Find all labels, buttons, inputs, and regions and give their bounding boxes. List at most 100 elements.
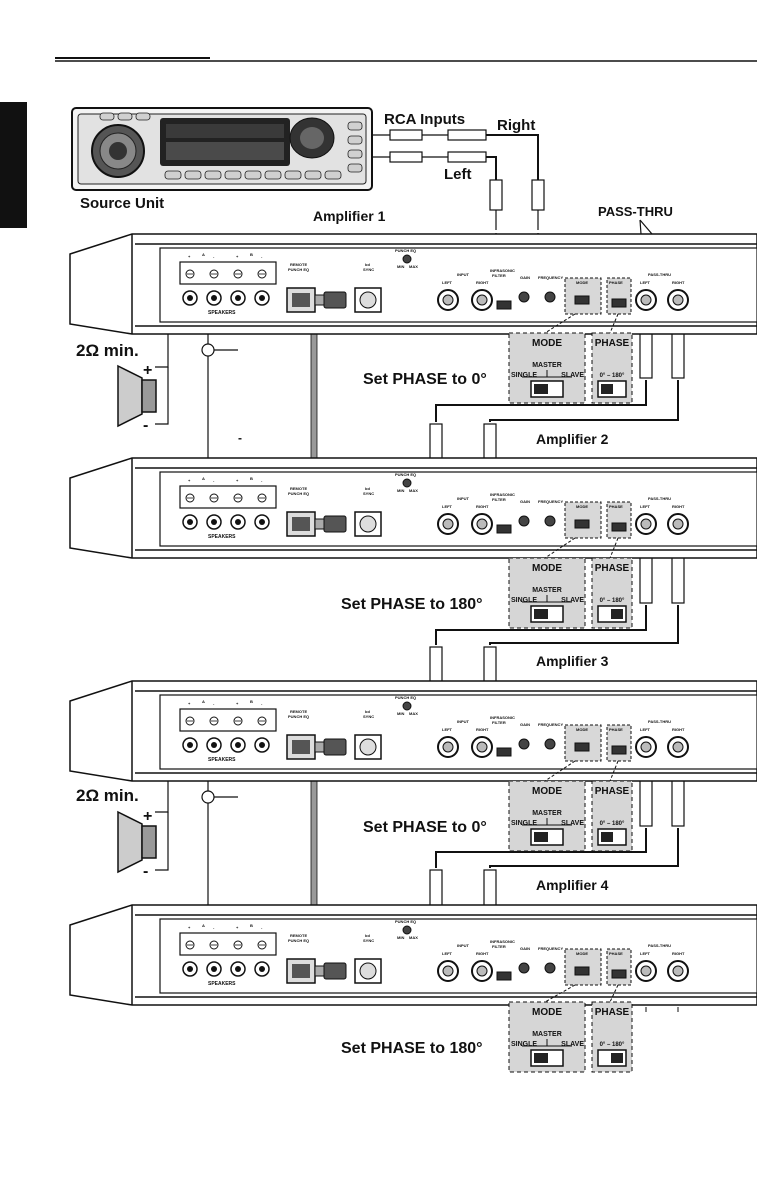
rca-plug-icon	[639, 777, 653, 827]
speaker-terminal-block	[179, 261, 277, 285]
source-unit-label: Source Unit	[80, 195, 164, 212]
speaker-load-label: 2Ω min.	[76, 786, 139, 805]
rca-plug-icon	[389, 151, 423, 163]
infrasonic-switch-icon	[496, 747, 512, 757]
rca-plug-icon	[639, 329, 653, 379]
pass-thru-label: PASS-THRU	[598, 204, 673, 219]
frequency-knob-icon	[544, 738, 556, 750]
mode-slave-label: SLAVE	[561, 372, 584, 379]
terminal-plus-b: +	[236, 701, 239, 706]
speakers-label: SPEAKERS	[208, 310, 236, 316]
preset-buttons	[99, 112, 363, 180]
remote-punch-eq-label: PUNCH EQ	[288, 491, 309, 496]
mode-single-label: SINGLE	[511, 820, 537, 827]
input-right-label: RIGHT	[476, 280, 489, 285]
source-unit: Source Unit	[71, 107, 373, 212]
phase-label: PHASE	[609, 504, 623, 509]
pass-thru-left-label: LEFT	[640, 951, 651, 956]
terminal-plus-a: +	[188, 925, 191, 930]
pass-thru-panel-label: PASS-THRU	[648, 943, 671, 948]
gain-label: GAIN	[520, 946, 530, 951]
input-right-label: RIGHT	[476, 951, 489, 956]
terminal-plus-a: +	[188, 254, 191, 259]
gain-knob-icon	[518, 738, 530, 750]
rca-right-label: Right	[497, 117, 535, 134]
phase-switch-icon	[611, 522, 627, 532]
infrasonic-switch-icon	[496, 524, 512, 534]
mode-master-label: MASTER	[532, 810, 562, 817]
phase-box-title: PHASE	[595, 786, 630, 797]
pass-thru-right-label: RIGHT	[672, 951, 685, 956]
mode-label: MODE	[576, 951, 588, 956]
input-left-label: LEFT	[442, 280, 453, 285]
speaker-terminal-block	[179, 485, 277, 509]
terminal-a: A	[202, 699, 205, 704]
max-label: MAX	[409, 264, 418, 269]
mode-master-label: MASTER	[532, 587, 562, 594]
rca-plug-icon	[531, 179, 545, 211]
punch-eq-knob-icon	[402, 701, 412, 711]
phase-label: PHASE	[609, 951, 623, 956]
punch-eq-knob-icon	[402, 478, 412, 488]
infrasonic-filter-label: INFRASONIC	[490, 492, 515, 497]
speakers-label: SPEAKERS	[208, 534, 236, 540]
phase-range-label: 0° – 180°	[600, 373, 625, 379]
speaker-plus: +	[143, 362, 152, 379]
terminal-b: B	[250, 923, 253, 928]
gain-knob-icon	[518, 291, 530, 303]
bd-sync-label: SYNC	[363, 491, 374, 496]
mode-box-title: MODE	[532, 563, 562, 574]
terminal-minus-a: -	[213, 701, 215, 706]
bd-sync-label: bd	[365, 933, 370, 938]
switch-boxes: MODE MASTER SINGLE SLAVE PHASE 0° – 180° Set P…	[341, 332, 633, 1073]
input-right-label: RIGHT	[476, 504, 489, 509]
speaker-terminal-block	[179, 708, 277, 732]
amplifier-title: Amplifier 3	[536, 653, 609, 669]
frequency-knob-icon	[544, 291, 556, 303]
input-label: INPUT	[457, 943, 470, 948]
amplifier-title: Amplifier 2	[536, 431, 609, 447]
speaker-terminal-block	[179, 932, 277, 956]
terminal-minus-a: -	[213, 925, 215, 930]
phase-label: PHASE	[609, 280, 623, 285]
terminal-plus-b: +	[236, 478, 239, 483]
input-left-label: LEFT	[442, 951, 453, 956]
mode-box-title: MODE	[532, 1007, 562, 1018]
mode-label: MODE	[576, 727, 588, 732]
frequency-label: FREQUENCY	[538, 946, 563, 951]
infrasonic-filter-label: INFRASONIC	[490, 715, 515, 720]
remote-punch-eq-label: PUNCH EQ	[288, 714, 309, 719]
rca-plug-icon	[447, 151, 487, 163]
bd-sync-label: bd	[365, 262, 370, 267]
pass-thru-panel-label: PASS-THRU	[648, 496, 671, 501]
frequency-knob-icon	[544, 962, 556, 974]
phase-instruction: Set PHASE to 180°	[341, 1040, 483, 1057]
rca-plug-icon	[639, 554, 653, 604]
terminal-a: A	[202, 252, 205, 257]
terminal-b: B	[250, 252, 253, 257]
speaker-wire-minus: -	[238, 431, 242, 445]
amplifier-title: Amplifier 4	[536, 877, 609, 893]
mode-label: MODE	[576, 504, 588, 509]
page-header	[0, 57, 757, 228]
terminal-a: A	[202, 923, 205, 928]
pass-thru-left-label: LEFT	[640, 280, 651, 285]
infrasonic-switch-icon	[496, 300, 512, 310]
speaker-icon	[117, 364, 143, 428]
bd-sync-label: SYNC	[363, 714, 374, 719]
terminal-minus-a: -	[213, 478, 215, 483]
pass-thru-right-label: RIGHT	[672, 727, 685, 732]
phase-instruction: Set PHASE to 0°	[363, 819, 487, 836]
mode-single-label: SINGLE	[511, 597, 537, 604]
remote-punch-eq-label: REMOTE	[290, 262, 307, 267]
speaker-2: + -	[117, 808, 157, 880]
terminal-plus-a: +	[188, 701, 191, 706]
phase-switch-icon	[611, 298, 627, 308]
infrasonic-filter-label: FILTER	[492, 273, 506, 278]
min-label: MIN	[397, 711, 404, 716]
terminal-minus-a: -	[213, 254, 215, 259]
mode-switch-icon	[574, 742, 590, 752]
